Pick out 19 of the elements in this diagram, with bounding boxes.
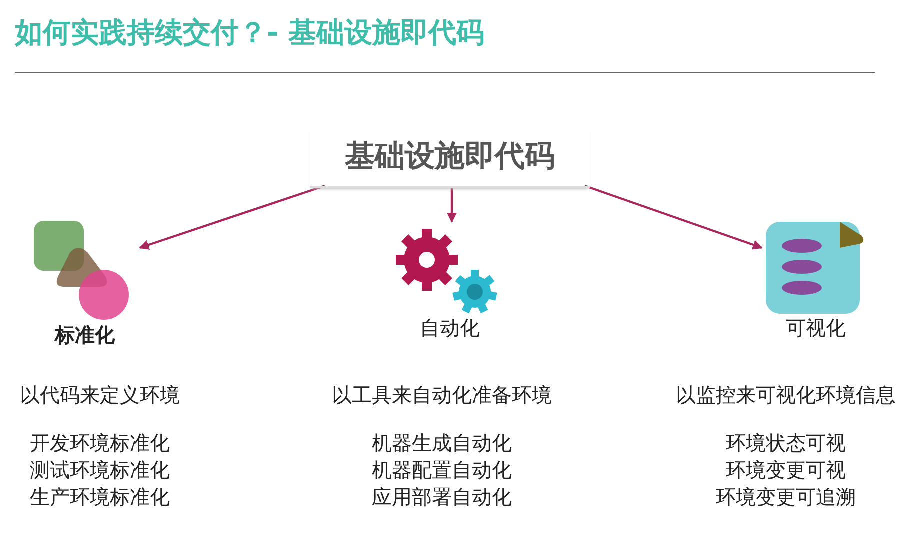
list-item: 机器配置自动化 xyxy=(372,458,512,482)
list-item: 环境状态可视 xyxy=(726,431,846,455)
list-item: 生产环境标准化 xyxy=(30,485,170,509)
arrow xyxy=(584,184,763,250)
heading-box: 基础设施即代码 xyxy=(310,126,590,188)
list-item: 开发环境标准化 xyxy=(30,431,170,455)
summary-text: 以代码来定义环境 xyxy=(20,383,180,407)
summary-text: 以监控来可视化环境信息 xyxy=(676,383,896,407)
icon-caption: 可视化 xyxy=(786,316,846,340)
icon-caption: 标准化 xyxy=(55,323,115,347)
list-item: 环境变更可追溯 xyxy=(716,485,856,509)
page-title: 如何实践持续交付？- 基础设施即代码 xyxy=(15,15,484,51)
list-item: 环境变更可视 xyxy=(726,458,846,482)
icon-caption: 自动化 xyxy=(420,316,480,340)
list-item: 应用部署自动化 xyxy=(372,485,512,509)
list-item: 测试环境标准化 xyxy=(30,458,170,482)
summary-text: 以工具来自动化准备环境 xyxy=(332,383,552,407)
arrow xyxy=(447,186,457,223)
list-item: 机器生成自动化 xyxy=(372,431,512,455)
